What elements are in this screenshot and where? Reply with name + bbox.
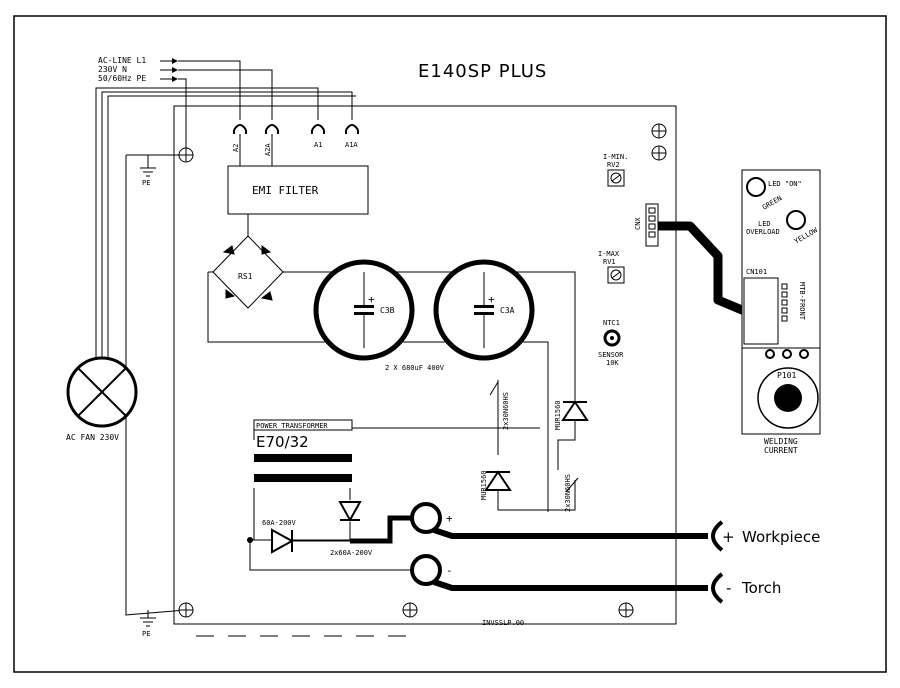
rv1-label-1: I-MAX — [598, 250, 620, 258]
main-pcb-outline — [173, 105, 677, 625]
welding-current-1: WELDING — [764, 437, 798, 446]
led-on-label: LED "ON" — [768, 180, 802, 188]
ntc-sensor: NTC1 SENSOR 10K — [598, 319, 624, 367]
emi-filter-box: EMI FILTER — [227, 134, 369, 215]
cnx-label: CNX — [634, 217, 642, 230]
transformer-label: POWER TRANSFORMER — [256, 422, 328, 430]
led-overload-label-1: LED — [758, 220, 771, 228]
terminal-a2a-label: A2A — [264, 143, 272, 156]
diode-2x60a: 2x60A-200V — [330, 501, 373, 557]
ntc-line1: SENSOR — [598, 351, 624, 359]
torch-minus-sign: - — [726, 579, 731, 597]
connector-cnx: CNX — [634, 203, 659, 247]
input-terminals — [233, 124, 359, 134]
output-terminal-plus: + — [410, 502, 453, 534]
c3a-label: C3A — [500, 306, 515, 315]
power-transformer: POWER TRANSFORMER E70/32 — [253, 419, 353, 482]
output-minus-sign: - — [446, 564, 453, 577]
capacitor-spec: 2 X 680uF 400V — [385, 364, 445, 372]
bridge-label: RS1 — [238, 272, 253, 281]
trimmer-rv1: I-MAX RV1 — [598, 250, 625, 284]
torch-cable — [433, 579, 708, 591]
rv2-label-2: RV2 — [607, 161, 620, 169]
diode-left-label: 60A-200V — [262, 519, 297, 527]
outer-frame — [13, 15, 887, 673]
diode-mur-left: MUR1560 — [480, 470, 512, 500]
diode-mur-right: MUR1560 — [554, 400, 589, 430]
led-on — [746, 177, 766, 197]
capacitor-c3b: + C3B — [313, 259, 415, 361]
rv2-label-1: I-MIN. — [603, 153, 628, 161]
junction-dot — [247, 537, 253, 543]
diode-right-label: 2x60A-200V — [330, 549, 373, 557]
workpiece-label: Workpiece — [742, 528, 820, 546]
mains-l1-label: AC-LINE L1 — [98, 56, 146, 65]
igbt-top-label: 2x30N60HS — [502, 392, 510, 430]
c3b-plus: + — [368, 293, 375, 306]
capacitor-c3a: + C3A — [433, 259, 535, 361]
mains-n-label: 230V N — [98, 65, 127, 74]
output-terminal-minus: - — [410, 554, 453, 586]
mains-pe-label: 50/60Hz PE — [98, 74, 146, 83]
torch-plug: - Torch — [711, 572, 781, 604]
mur-left-label: MUR1560 — [480, 470, 488, 500]
ground-top: PE — [140, 155, 156, 187]
switching-wiring — [262, 342, 579, 511]
torch-label: Torch — [741, 579, 781, 597]
ntc-name: NTC1 — [603, 319, 620, 327]
ground-bottom: PE — [140, 610, 156, 638]
output-plus-sign: + — [446, 512, 453, 525]
mur-right-label: MUR1560 — [554, 400, 562, 430]
plus-rail — [350, 515, 412, 544]
igbt-bottom-label: 2x30N60HS — [564, 474, 572, 512]
mains-input: AC-LINE L1 230V N 50/60Hz PE — [98, 56, 178, 83]
welding-current-2: CURRENT — [764, 446, 798, 455]
fan-label: AC FAN 230V — [66, 433, 119, 442]
workpiece-plug: + Workpiece — [711, 520, 820, 552]
terminal-a1a-label: A1A — [345, 141, 358, 149]
workpiece-plus-sign: + — [722, 528, 735, 546]
trimmer-rv2: I-MIN. RV2 — [603, 153, 628, 187]
led-overload-label-2: OVERLOAD — [746, 228, 780, 236]
diode-60a: 60A-200V — [262, 519, 350, 554]
board-code: INVSSLP.00 — [482, 619, 524, 627]
diagram-title: E140SP PLUS — [418, 61, 547, 82]
emi-filter-label: EMI FILTER — [252, 184, 319, 197]
front-board-name: MTB-FRONT — [798, 282, 806, 321]
workpiece-cable — [433, 527, 708, 539]
ntc-line2: 10K — [606, 359, 619, 367]
mains-wiring — [95, 60, 356, 616]
bridge-rectifier — [207, 214, 576, 512]
front-board: LED "ON" GREEN LED OVERLOAD YELLOW CN101… — [741, 169, 821, 435]
c3b-label: C3B — [380, 306, 395, 315]
ground-top-label: PE — [142, 179, 150, 187]
c3a-plus: + — [488, 293, 495, 306]
led-overload — [786, 210, 806, 230]
mounting-holes — [178, 123, 667, 618]
pot-label: P101 — [777, 371, 796, 380]
ground-bottom-label: PE — [142, 630, 150, 638]
terminal-a1-label: A1 — [314, 141, 322, 149]
rv1-label-2: RV1 — [603, 258, 616, 266]
transformer-model: E70/32 — [256, 433, 309, 451]
ac-fan: AC FAN 230V — [66, 355, 138, 442]
cn101-label: CN101 — [746, 268, 767, 276]
terminal-a2-label: A2 — [232, 144, 240, 152]
